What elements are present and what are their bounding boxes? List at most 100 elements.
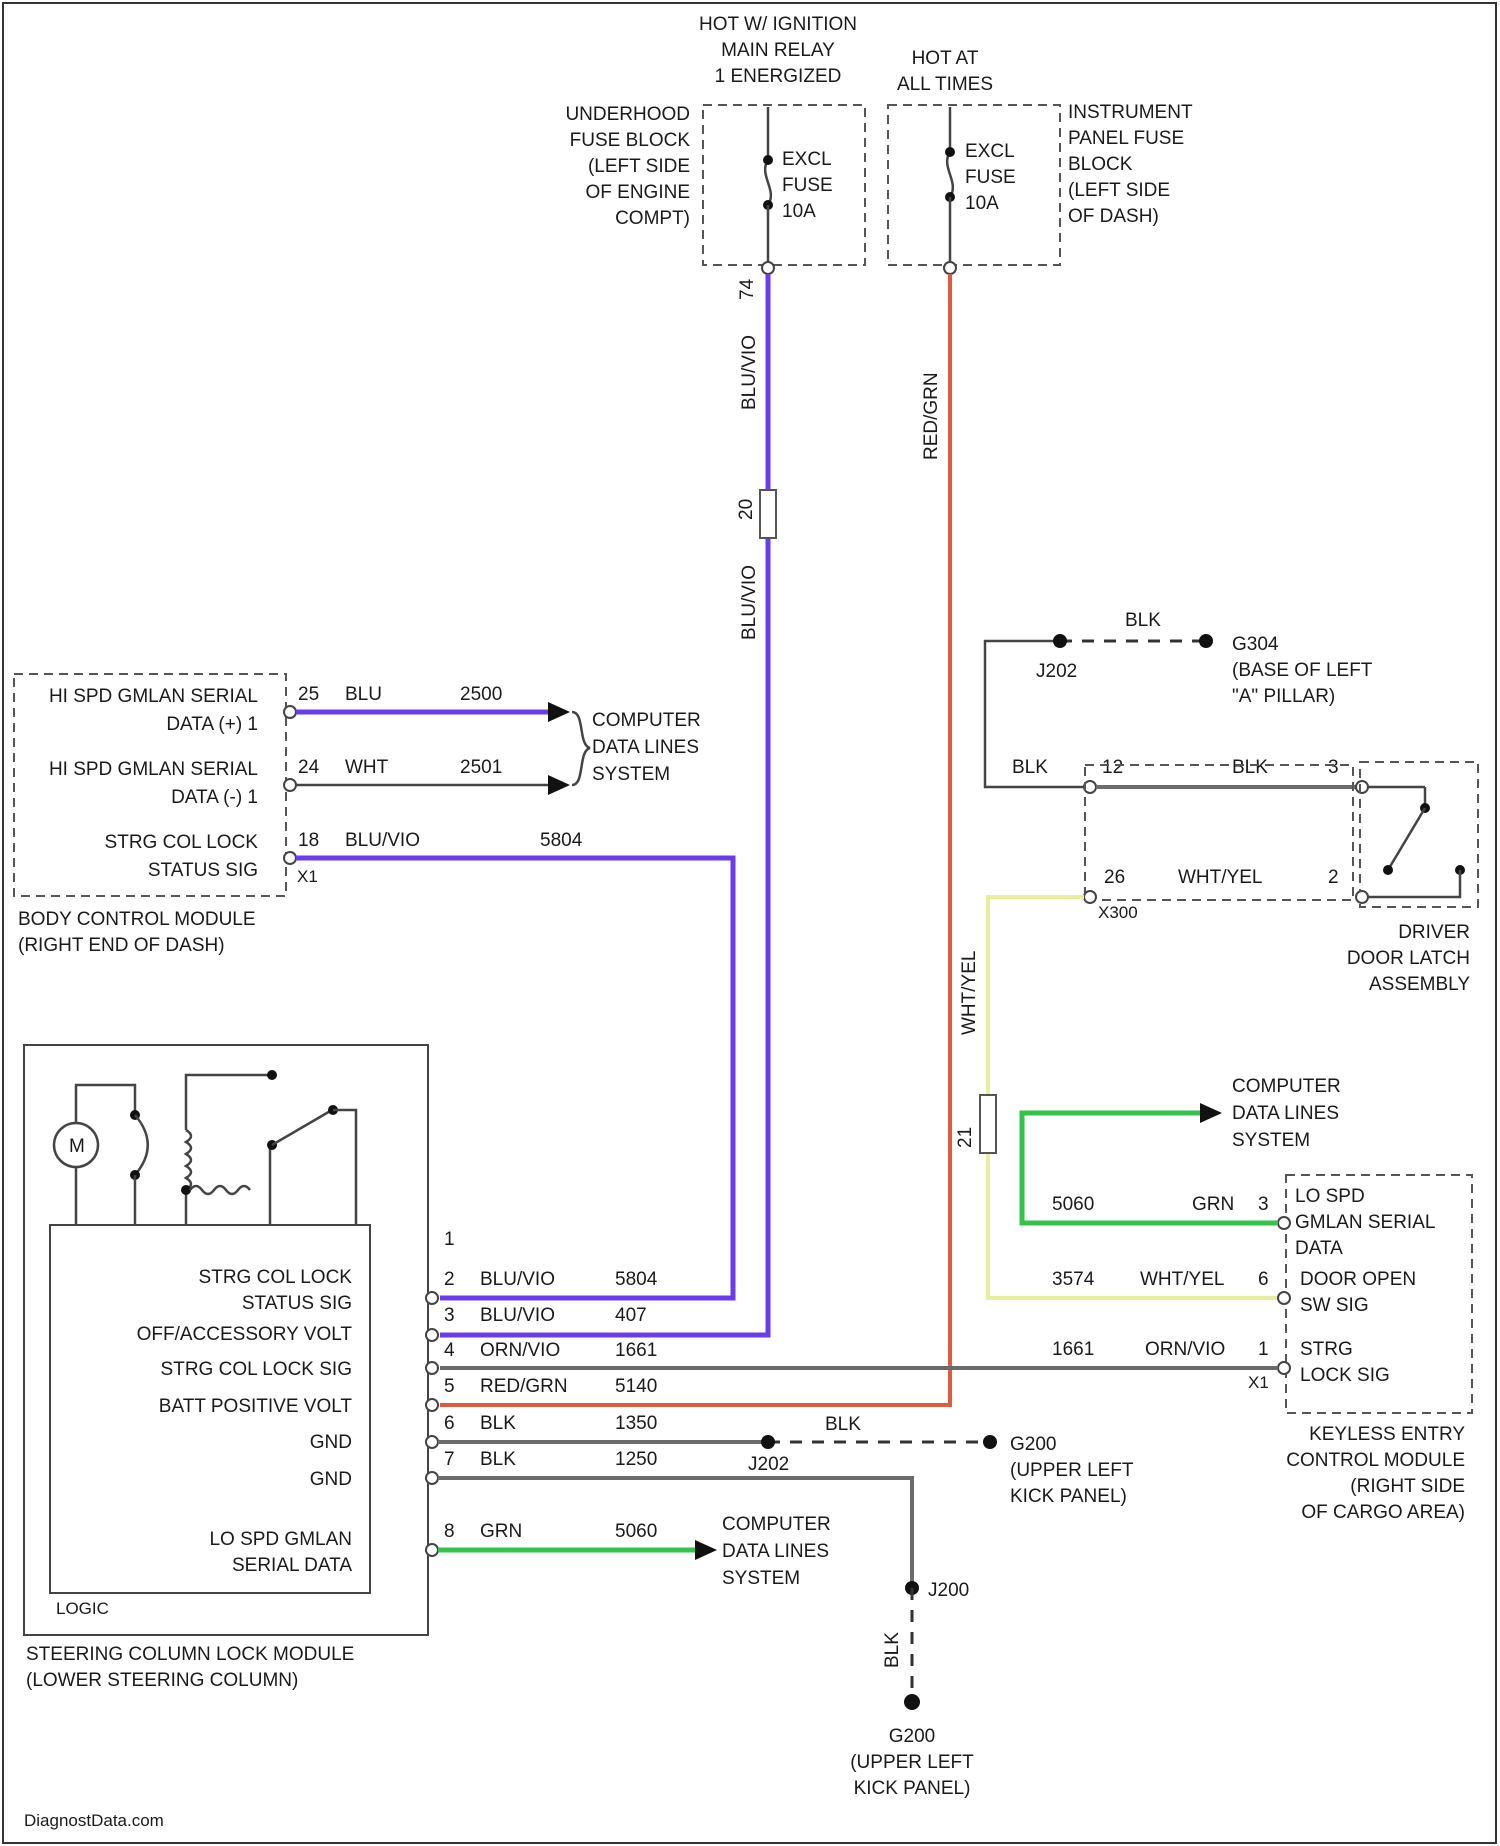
keyless-wire-color: WHT/YEL	[1140, 1269, 1224, 1290]
watermark: DiagnostData.com	[24, 1811, 164, 1830]
keyless-location: (RIGHT SIDE	[1350, 1476, 1465, 1497]
wire-color-label: BLK	[1232, 757, 1268, 778]
connector-pin	[1084, 891, 1096, 903]
fuse-label-line: EXCL	[782, 149, 832, 170]
location-line: FUSE BLOCK	[570, 130, 691, 151]
sclm-wire-color: BLK	[480, 1449, 516, 1470]
bcm-pin	[284, 779, 296, 791]
fuse-label-line: FUSE	[965, 167, 1016, 188]
sclm-signal-label: GND	[310, 1469, 352, 1490]
bcm-signal-label: DATA (-) 1	[171, 787, 258, 808]
bcm-pin	[284, 706, 296, 718]
wire-color-label: BLU/VIO	[739, 335, 760, 410]
bcm-location: (RIGHT END OF DASH)	[18, 935, 225, 956]
wire-color-label: WHT/YEL	[1178, 867, 1262, 888]
sclm-pin	[426, 1329, 438, 1341]
power-label-line: 1 ENERGIZED	[715, 66, 842, 87]
sclm-signal-label: GND	[310, 1432, 352, 1453]
keyless-pin	[1278, 1217, 1290, 1229]
fuse-label-line: 10A	[965, 193, 999, 214]
wire-color-label: BLK	[825, 1414, 861, 1435]
keyless-signal-label: GMLAN SERIAL	[1295, 1212, 1435, 1233]
logic-label: LOGIC	[56, 1599, 109, 1618]
location-line: UNDERHOOD	[565, 104, 690, 125]
keyless-pin-number: 1	[1258, 1339, 1269, 1360]
bracket-icon	[572, 712, 590, 785]
arrow-icon	[695, 1540, 717, 1560]
bcm-circuit-number: 2500	[460, 684, 502, 705]
wire-color-label: RED/GRN	[921, 372, 942, 460]
ground-dot	[983, 1435, 997, 1449]
sclm-circuit-number: 1350	[615, 1413, 657, 1434]
keyless-signal-label: DOOR OPEN	[1300, 1269, 1416, 1290]
sclm-pin	[426, 1292, 438, 1304]
relay-contact-wire	[333, 1110, 356, 1225]
connector-pin-number: 26	[1104, 867, 1125, 888]
motor-wire	[76, 1085, 135, 1123]
sclm-pin	[426, 1399, 438, 1411]
cdl-label-line: SYSTEM	[1232, 1130, 1310, 1151]
driver-door-latch: 26 WHT/YEL X300 2 DRIVER DOOR LATCH ASSE…	[1084, 762, 1478, 995]
cdl-label-line: COMPUTER	[722, 1514, 831, 1535]
fuse-left-group: HOT W/ IGNITION MAIN RELAY 1 ENERGIZED U…	[565, 14, 865, 300]
fuse-label-line: EXCL	[965, 141, 1015, 162]
keyless-circuit-number: 5060	[1052, 1194, 1094, 1215]
sclm-pin-number: 3	[444, 1305, 455, 1326]
location-line: OF DASH)	[1068, 206, 1159, 227]
sclm-signal-label: SERIAL DATA	[232, 1555, 352, 1576]
location-line: BLOCK	[1068, 154, 1133, 175]
inline-connector	[980, 1095, 996, 1153]
bcm-wire-color: BLU/VIO	[345, 830, 420, 851]
coil-wire	[186, 1075, 270, 1130]
terminal-number: 74	[737, 278, 758, 300]
bcm-pin	[284, 852, 296, 864]
bcm-wire-color: BLU	[345, 684, 382, 705]
sclm-wire-color: BLU/VIO	[480, 1305, 555, 1326]
terminal-pin	[944, 262, 956, 274]
relay-blade-icon	[272, 1110, 332, 1145]
sclm-circuit-number: 5060	[615, 1521, 657, 1542]
sclm-signal-label: STRG COL LOCK SIG	[161, 1359, 352, 1380]
switch-return	[1368, 870, 1460, 897]
sclm-pin-number: 4	[444, 1340, 455, 1361]
sclm-circuit-number: 1250	[615, 1449, 657, 1470]
sclm-name: STEERING COLUMN LOCK MODULE	[26, 1644, 354, 1665]
bcm-signal-label: STATUS SIG	[148, 860, 258, 881]
connector-pin-number: 21	[955, 1127, 976, 1148]
ground-location: (UPPER LEFT	[850, 1752, 974, 1773]
cdl-label-line: SYSTEM	[722, 1568, 800, 1589]
location-line: OF ENGINE	[585, 182, 690, 203]
bcm-wire-color: WHT	[345, 757, 389, 778]
sclm-signal-label: STATUS SIG	[242, 1293, 352, 1314]
keyless-circuit-number: 3574	[1052, 1269, 1095, 1290]
connector-pin	[1356, 781, 1368, 793]
sclm-pin	[426, 1436, 438, 1448]
wire-color-label: WHT/YEL	[959, 951, 980, 1035]
bcm-signal-label: STRG COL LOCK	[105, 832, 259, 853]
ground-location: (BASE OF LEFT	[1232, 660, 1373, 681]
keyless-pin-number: 3	[1258, 1194, 1269, 1215]
inline-connector	[760, 490, 776, 538]
sclm-circuit-number: 407	[615, 1305, 647, 1326]
fuse-label-line: FUSE	[782, 175, 833, 196]
fuse-label-line: 10A	[782, 201, 816, 222]
terminal-pin	[762, 262, 774, 274]
connector-pin-number: 2	[1328, 867, 1339, 888]
bcm-pin-number: 24	[298, 757, 320, 778]
bcm-signal-label: HI SPD GMLAN SERIAL	[49, 759, 258, 780]
keyless-location: OF CARGO AREA)	[1301, 1502, 1465, 1523]
fuse-contact-dot	[945, 147, 955, 157]
keyless-name: KEYLESS ENTRY	[1309, 1424, 1465, 1445]
connector-pin-number: 12	[1102, 757, 1123, 778]
keyless-signal-label: LOCK SIG	[1300, 1365, 1390, 1386]
wire-blu-vio-407	[440, 274, 768, 1335]
sclm-wire-color: BLU/VIO	[480, 1269, 555, 1290]
ground-id: G200	[889, 1726, 935, 1747]
cdl-label-line: DATA LINES	[1232, 1103, 1339, 1124]
sclm-circuit-number: 5140	[615, 1376, 657, 1397]
splice-id: J202	[1036, 661, 1077, 682]
sclm-wire-color: GRN	[480, 1521, 522, 1542]
connector-pin-number: 3	[1328, 757, 1339, 778]
coil-squiggle-icon	[190, 1186, 250, 1194]
keyless-signal-label: DATA	[1295, 1238, 1343, 1259]
